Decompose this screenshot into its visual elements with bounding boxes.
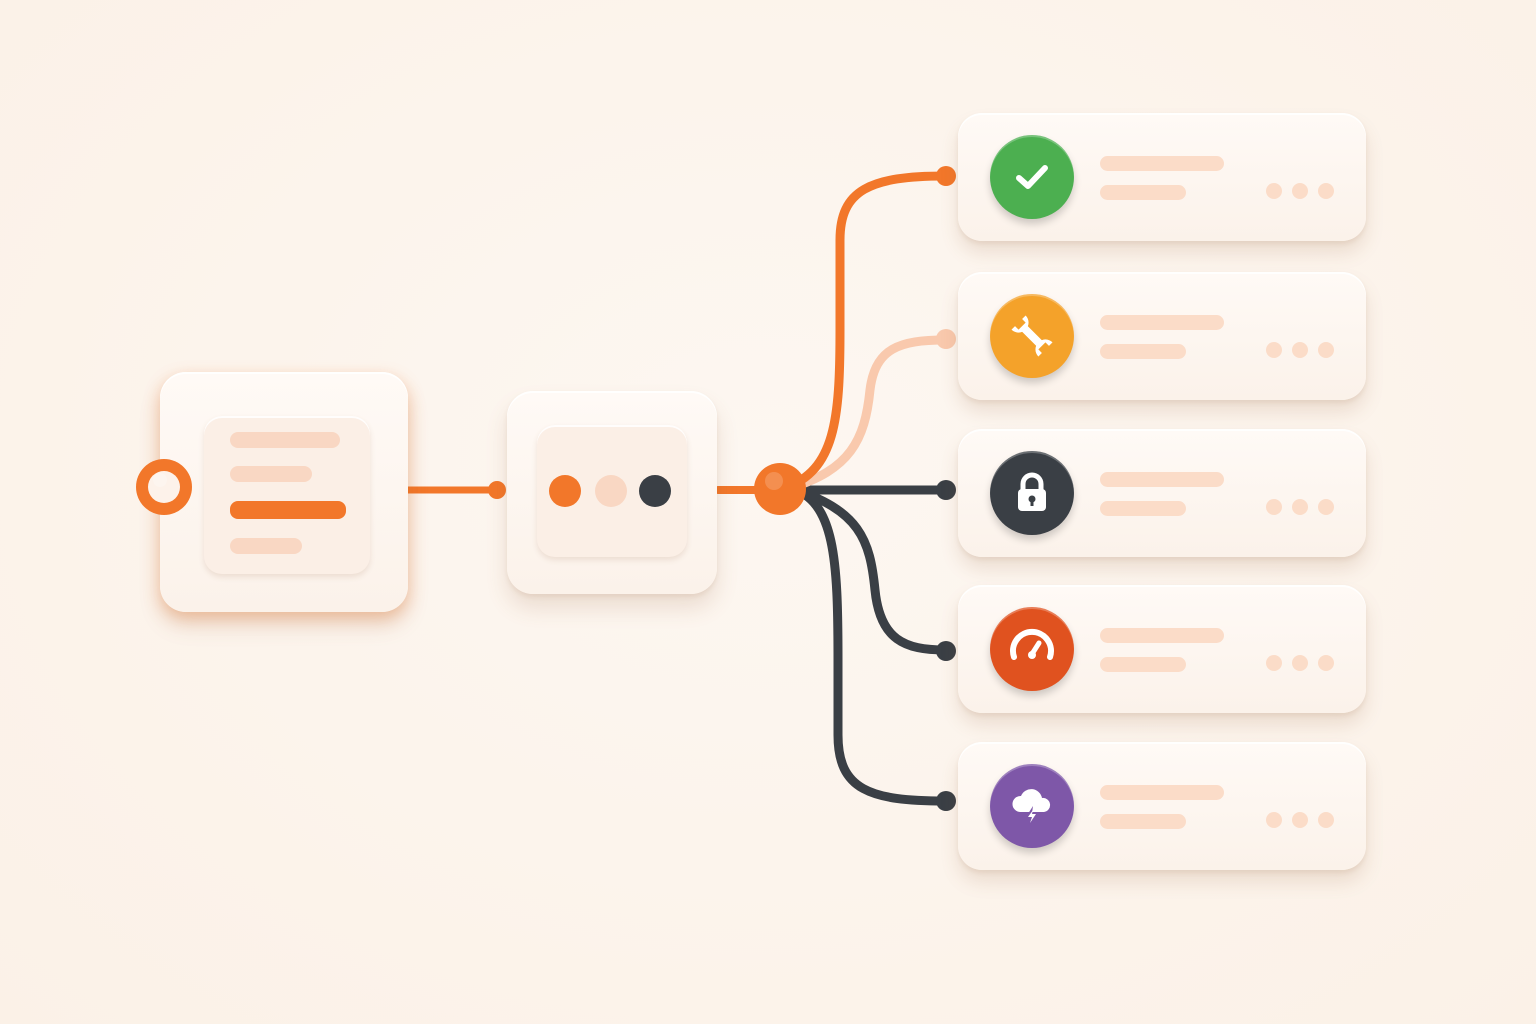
doc-line bbox=[230, 466, 312, 482]
branch-hub-icon bbox=[754, 463, 806, 515]
more-dot bbox=[1292, 183, 1308, 199]
process-node[interactable] bbox=[507, 391, 717, 594]
more-dot bbox=[1318, 812, 1334, 828]
checkmark-icon bbox=[990, 135, 1074, 219]
placeholder-line bbox=[1100, 501, 1186, 516]
output-card-success[interactable] bbox=[958, 113, 1366, 241]
more-dot bbox=[1292, 342, 1308, 358]
knob-weather bbox=[936, 791, 956, 811]
wire-to-weather bbox=[785, 483, 950, 806]
wire-to-performance bbox=[785, 483, 950, 655]
knob-success bbox=[936, 166, 956, 186]
knob-tools bbox=[936, 329, 956, 349]
wire-to-tools bbox=[785, 335, 950, 493]
doc-line bbox=[230, 432, 340, 448]
more-dot bbox=[1292, 812, 1308, 828]
knob-process-in bbox=[488, 481, 506, 499]
status-dot-peach bbox=[595, 475, 627, 507]
status-dot-dark bbox=[639, 475, 671, 507]
more-dot bbox=[1266, 342, 1282, 358]
document-lines-icon bbox=[204, 416, 370, 574]
wire-to-success bbox=[780, 171, 950, 493]
lock-icon bbox=[990, 451, 1074, 535]
more-dot bbox=[1266, 183, 1282, 199]
more-dot bbox=[1292, 499, 1308, 515]
doc-line-highlight bbox=[230, 501, 346, 519]
placeholder-line bbox=[1100, 315, 1224, 330]
wrench-icon bbox=[990, 294, 1074, 378]
placeholder-line bbox=[1100, 628, 1224, 643]
placeholder-line bbox=[1100, 472, 1224, 487]
placeholder-line bbox=[1100, 344, 1186, 359]
input-node[interactable] bbox=[160, 372, 408, 612]
output-card-security[interactable] bbox=[958, 429, 1366, 557]
more-dot bbox=[1318, 499, 1334, 515]
doc-line bbox=[230, 538, 302, 554]
more-dot bbox=[1292, 655, 1308, 671]
more-dot bbox=[1318, 183, 1334, 199]
three-dots-icon bbox=[537, 425, 687, 557]
output-card-weather[interactable] bbox=[958, 742, 1366, 870]
output-card-tools[interactable] bbox=[958, 272, 1366, 400]
placeholder-line bbox=[1100, 814, 1186, 829]
knob-security bbox=[936, 480, 956, 500]
placeholder-line bbox=[1100, 785, 1224, 800]
knob-performance bbox=[936, 641, 956, 661]
more-dot bbox=[1318, 342, 1334, 358]
status-dot-orange bbox=[549, 475, 581, 507]
more-dot bbox=[1318, 655, 1334, 671]
speedometer-icon bbox=[990, 607, 1074, 691]
output-card-performance[interactable] bbox=[958, 585, 1366, 713]
more-dot bbox=[1266, 655, 1282, 671]
placeholder-line bbox=[1100, 185, 1186, 200]
placeholder-line bbox=[1100, 657, 1186, 672]
input-port[interactable] bbox=[133, 456, 199, 522]
more-dot bbox=[1266, 812, 1282, 828]
more-dot bbox=[1266, 499, 1282, 515]
storm-cloud-icon bbox=[990, 764, 1074, 848]
placeholder-line bbox=[1100, 156, 1224, 171]
